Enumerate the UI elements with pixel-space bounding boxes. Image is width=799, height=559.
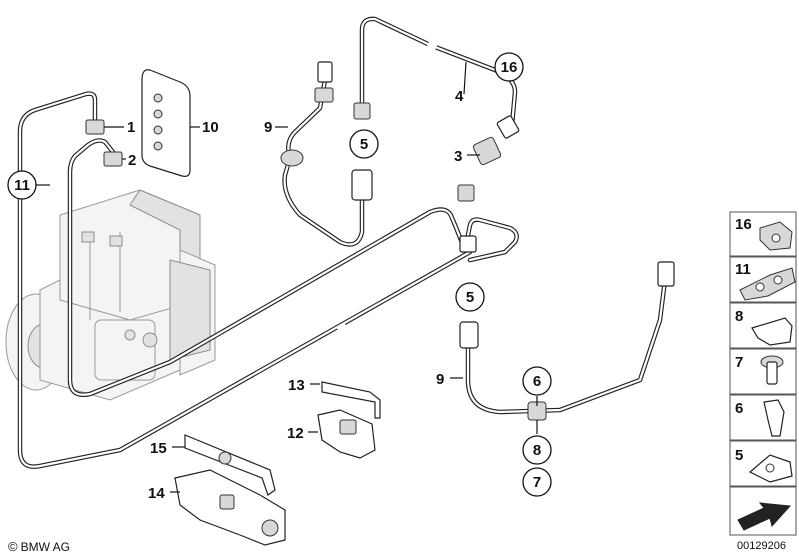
copyright-notice: © BMW AG xyxy=(8,539,70,554)
clip-11-icon xyxy=(739,267,796,301)
image-number: 00129206 xyxy=(737,540,786,552)
circled-callout-8: 8 xyxy=(522,435,552,465)
circled-callout-11: 11 xyxy=(7,170,37,200)
sidebar-item-label: 7 xyxy=(735,354,743,371)
callout-9-lower: 9 xyxy=(436,371,444,388)
sidebar-item-label: 16 xyxy=(735,216,752,233)
sidebar-item-label: 6 xyxy=(735,400,743,417)
brake-pipes xyxy=(17,16,519,469)
callout-10: 10 xyxy=(202,119,219,136)
sidebar-item-label: 11 xyxy=(735,261,751,278)
callout-13: 13 xyxy=(288,377,305,394)
fittings xyxy=(85,115,520,253)
circled-callout-7: 7 xyxy=(522,467,552,497)
grommet xyxy=(141,69,191,177)
svg-text:5: 5 xyxy=(360,136,368,153)
callout-9-upper: 9 xyxy=(264,119,272,136)
sidebar-item-16[interactable]: 16 xyxy=(729,211,797,257)
svg-text:6: 6 xyxy=(533,373,541,390)
callout-14: 14 xyxy=(148,485,165,502)
callout-1: 1 xyxy=(127,119,135,136)
svg-text:16: 16 xyxy=(501,59,518,76)
arrow-icon xyxy=(737,502,792,531)
clip-6-icon xyxy=(763,399,785,437)
leader-lines xyxy=(36,61,538,493)
svg-text:7: 7 xyxy=(533,474,541,491)
sidebar-item-11[interactable]: 11 xyxy=(729,256,797,303)
callout-labels: 1 2 3 4 9 9 10 12 13 14 15 11 16 5 5 6 xyxy=(7,52,552,502)
small-parts-sidebar: 16 11 8 7 6 xyxy=(729,211,797,536)
svg-text:5: 5 xyxy=(466,289,474,306)
sidebar-item-8[interactable]: 8 xyxy=(729,302,797,349)
callout-2: 2 xyxy=(128,152,136,169)
callout-12: 12 xyxy=(287,425,304,442)
circled-callout-16: 16 xyxy=(494,52,524,82)
brand-name: BMW AG xyxy=(20,539,70,554)
sidebar-item-7[interactable]: 7 xyxy=(729,348,797,395)
sidebar-nav-arrow[interactable] xyxy=(729,486,797,536)
brake-hose-upper xyxy=(280,61,373,247)
circled-callout-6: 6 xyxy=(522,366,552,396)
sidebar-item-label: 5 xyxy=(735,447,743,464)
sidebar-item-5[interactable]: 5 xyxy=(729,440,797,487)
callout-15: 15 xyxy=(150,440,167,457)
copyright-symbol: © xyxy=(8,539,18,554)
abs-hydraulic-unit xyxy=(5,189,216,401)
svg-text:11: 11 xyxy=(14,177,30,194)
sidebar-item-label: 8 xyxy=(735,308,743,325)
circled-callout-5-lower: 5 xyxy=(455,282,485,312)
callout-3: 3 xyxy=(454,148,462,165)
circled-callout-5-upper: 5 xyxy=(349,129,379,159)
callout-4: 4 xyxy=(455,88,464,105)
bracket-8-icon xyxy=(751,317,793,346)
sidebar-item-6[interactable]: 6 xyxy=(729,394,797,441)
brake-hose-lower xyxy=(459,261,675,421)
brackets-and-holders xyxy=(174,381,381,546)
bolt-7-icon xyxy=(760,355,784,385)
svg-text:8: 8 xyxy=(533,442,541,459)
